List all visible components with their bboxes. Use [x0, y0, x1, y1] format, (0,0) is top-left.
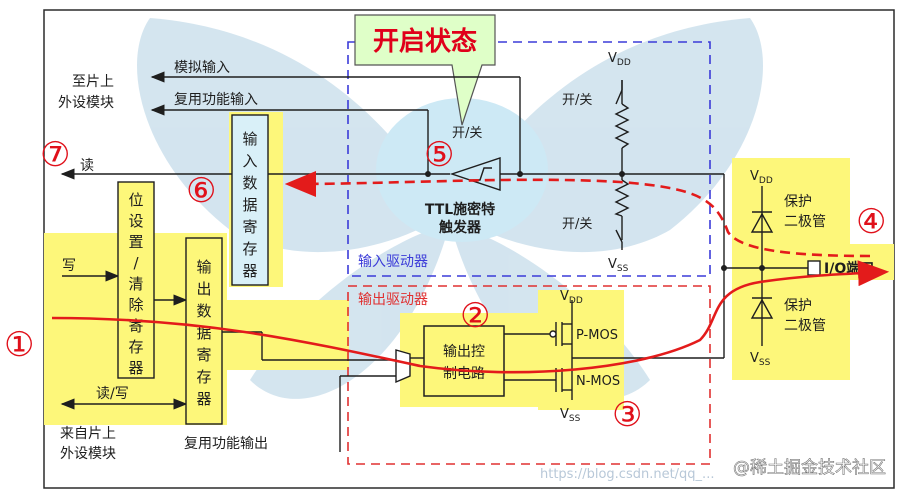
nmos-label: N-MOS — [576, 374, 620, 389]
output-driver-box — [347, 285, 711, 465]
marker-3: ③ — [612, 395, 642, 435]
vdd-diode: VDD — [750, 169, 773, 186]
write-label: 写 — [62, 258, 76, 274]
vss-bottom-input: VSS — [608, 257, 629, 274]
input-data-register-label: 输入数据寄存器 — [242, 130, 257, 280]
pullup-switch-label: 开/关 — [562, 93, 592, 108]
analog-input-label: 模拟输入 — [174, 60, 230, 76]
output-control-box — [423, 325, 505, 397]
output-mux — [395, 349, 411, 384]
marker-1: ① — [4, 325, 34, 365]
input-driver-label: 输入驱动器 — [358, 254, 428, 270]
output-control-line1: 输出控 — [443, 344, 485, 360]
vdd-top: VDD — [608, 51, 631, 68]
vss-mos: VSS — [560, 407, 581, 424]
signal-paths — [51, 170, 890, 374]
output-data-register: 输出数据寄存器 — [185, 237, 223, 425]
marker-7: ⑦ — [40, 135, 70, 175]
alt-func-input-label: 复用功能输入 — [174, 91, 258, 108]
bsrr-register: 位设置/清除寄存器 — [117, 181, 155, 379]
from-periph-line2: 外设模块 — [60, 446, 116, 462]
watermark-url: https://blog.csdn.net/qq_... — [540, 467, 714, 482]
step-markers: ① ② ③ ④ ⑤ ⑥ ⑦ — [4, 135, 886, 435]
output-data-register-label: 输出数据寄存器 — [196, 258, 211, 408]
schmitt-switch-label: 开/关 — [452, 126, 482, 141]
protection-diodes — [750, 211, 774, 319]
read-label: 读 — [80, 157, 94, 174]
alt-func-output-label: 复用功能输出 — [184, 435, 268, 452]
to-periph-line2: 外设模块 — [58, 95, 114, 111]
marker-6: ⑥ — [186, 171, 216, 211]
marker-2: ② — [460, 296, 490, 336]
output-driver-label: 输出驱动器 — [358, 292, 428, 308]
marker-5: ⑤ — [424, 135, 454, 175]
to-periph-line1: 至片上 — [72, 74, 114, 90]
read-write-label: 读/写 — [96, 385, 129, 402]
vdd-mos: VDD — [560, 289, 583, 306]
io-pad — [807, 260, 821, 276]
diode-bottom-label-2: 二极管 — [784, 318, 826, 334]
input-signal-path — [284, 170, 871, 258]
schmitt-label-line2: 触发器 — [438, 219, 482, 236]
output-signal-path — [51, 260, 890, 374]
bsrr-register-label: 位设置/清除寄存器 — [128, 191, 143, 377]
input-driver-box — [347, 41, 711, 277]
vss-diode: VSS — [750, 351, 771, 368]
callout-text: 开启状态 — [373, 26, 477, 57]
marker-4: ④ — [856, 202, 886, 242]
pull-up-pull-down — [614, 80, 630, 250]
diode-bottom-label-1: 保护 — [784, 298, 812, 314]
watermark-brand: @稀土掘金技术社区 — [733, 458, 886, 478]
from-periph-line1: 来自片上 — [60, 426, 116, 442]
input-data-register: 输入数据寄存器 — [231, 114, 269, 286]
pulldown-switch-label: 开/关 — [562, 217, 592, 232]
junction-dots — [425, 171, 765, 271]
pmos-label: P-MOS — [576, 328, 618, 343]
diode-top-label-1: 保护 — [784, 194, 812, 210]
diode-top-label-2: 二极管 — [784, 214, 826, 230]
callout-open-state: 开启状态 — [354, 14, 496, 126]
schmitt-label-line1: TTL施密特 — [425, 201, 495, 218]
